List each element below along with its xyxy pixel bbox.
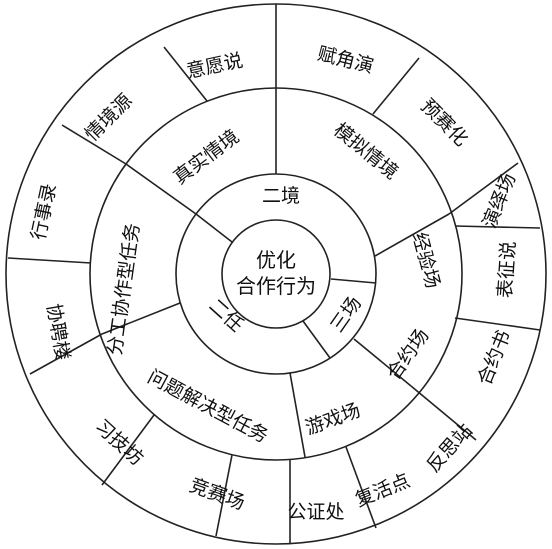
outer-divider-13 <box>448 162 519 215</box>
outer-label-fansi: 反思站 <box>422 419 477 476</box>
outer-divider-2 <box>163 46 208 102</box>
outer-divider-4 <box>7 257 92 264</box>
center-line-2: 合作行为 <box>236 274 316 298</box>
middle-label-fengong: 分工协作型任务 <box>104 222 144 357</box>
middle-divider-6 <box>125 163 197 215</box>
center-line-1: 优化 <box>256 248 296 272</box>
inner-divider-1 <box>330 278 377 284</box>
inner-label-chang: 三场 <box>326 293 366 337</box>
outer-label-fuhuo: 复活点 <box>352 470 413 512</box>
outer-label-fujiao: 赋角演 <box>315 43 376 78</box>
outer-divider-11 <box>454 317 541 331</box>
middle-label-zhenshi: 真实情境 <box>169 126 243 189</box>
outer-label-biaozheng: 表征说 <box>494 240 520 298</box>
middle-label-jingyan: 经验场 <box>408 230 444 291</box>
outer-divider-3 <box>61 124 127 165</box>
outer-label-xiepin: 协聘楼 <box>42 302 74 362</box>
middle-label-youxi: 游戏场 <box>302 399 363 439</box>
outer-label-yusai: 预赛化 <box>416 95 472 151</box>
outer-label-heyueshu: 合约书 <box>474 327 516 388</box>
core-circle <box>221 219 331 329</box>
inner-label-ren: 二任 <box>205 295 248 337</box>
outer-divider-10 <box>410 385 477 441</box>
outer-divider-12 <box>454 225 541 229</box>
inner-label-jing: 二境 <box>262 185 300 207</box>
outer-label-qingjing: 情境源 <box>81 90 137 146</box>
outer-divider-9 <box>345 446 377 529</box>
outer-label-xingshi: 行事录 <box>27 182 60 242</box>
outer-divider-14 <box>372 57 420 115</box>
inner-divider-3 <box>302 320 331 359</box>
middle-divider-3 <box>353 338 412 387</box>
outer-label-gongzheng: 公证处 <box>287 501 344 523</box>
outer-label-jingsai: 竞赛场 <box>187 474 248 514</box>
outer-divider-5 <box>29 333 103 375</box>
outer-divider-6 <box>101 414 155 486</box>
middle-divider-2 <box>374 213 450 257</box>
inner-divider-2 <box>195 213 233 243</box>
middle-label-wenti: 问题解决型任务 <box>144 366 272 448</box>
middle-label-heyue: 合约场 <box>383 325 434 384</box>
middle-divider-5 <box>101 302 181 335</box>
outer-divider-7 <box>215 454 233 537</box>
middle-divider-4 <box>289 372 306 458</box>
outer-label-yiyuan: 意愿说 <box>185 49 245 82</box>
outer-label-yanyi: 演绎场 <box>479 170 521 231</box>
